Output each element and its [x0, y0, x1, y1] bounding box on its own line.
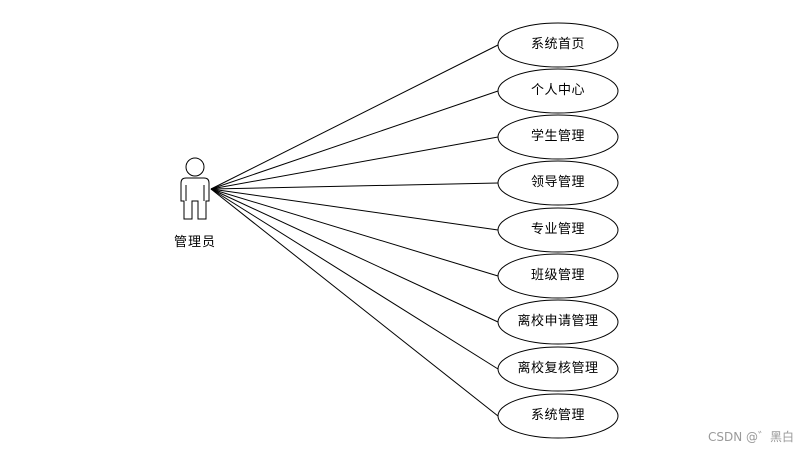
association-line	[210, 188, 499, 231]
use-case-ellipse	[497, 207, 619, 253]
stick-figure-icon	[180, 157, 210, 220]
use-case-leave-review-management: 离校复核管理	[517, 361, 599, 376]
use-case-class-management: 班级管理	[530, 268, 585, 283]
use-case-ellipse	[497, 393, 619, 439]
use-case-ellipse	[497, 299, 619, 345]
use-case-system-home: 系统首页	[530, 37, 585, 52]
watermark: CSDN @゛黑白	[707, 430, 794, 444]
association-line	[210, 44, 499, 190]
use-case-ellipse	[497, 68, 619, 114]
use-case-leave-application-management: 离校申请管理	[517, 314, 599, 329]
use-case-ellipse	[497, 346, 619, 392]
use-case-ellipse	[497, 160, 619, 206]
association-line	[210, 90, 499, 190]
use-case-ellipses	[497, 22, 619, 439]
association-lines	[210, 44, 499, 417]
association-line	[210, 188, 499, 417]
association-line	[210, 188, 499, 323]
association-line	[210, 182, 499, 190]
use-case-ellipse	[497, 253, 619, 299]
use-case-leader-management: 领导管理	[530, 175, 585, 190]
association-line	[210, 136, 499, 190]
association-line	[210, 188, 499, 370]
use-case-ellipse	[497, 22, 619, 68]
use-case-ellipse	[497, 114, 619, 160]
use-case-student-management: 学生管理	[530, 129, 585, 144]
use-case-system-management: 系统管理	[530, 408, 585, 423]
association-line	[210, 188, 499, 277]
use-case-personal-center: 个人中心	[530, 83, 585, 98]
use-case-major-management: 专业管理	[530, 222, 585, 237]
actor-name: 管理员	[173, 235, 216, 250]
